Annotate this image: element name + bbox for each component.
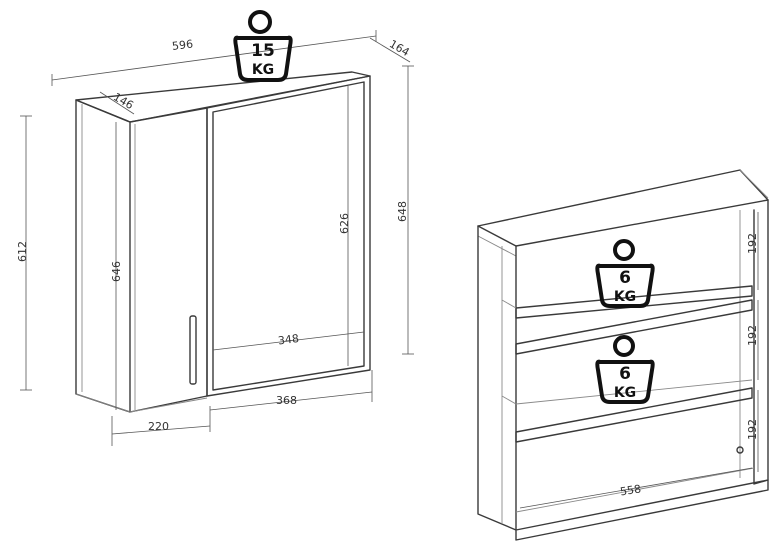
dim-shelf-spacing-1: 192 bbox=[746, 233, 759, 254]
dim-left-width: 220 bbox=[148, 420, 169, 433]
shelf-dimensions: 192 192 192 558 bbox=[519, 212, 759, 509]
shelf-board-3 bbox=[515, 387, 753, 443]
weight-icon-cabinet: 15 KG bbox=[233, 10, 293, 82]
dim-mirror-height: 626 bbox=[338, 213, 351, 234]
shelf-1-weight-value: 6 bbox=[619, 268, 631, 288]
dim-mirror-width: 348 bbox=[277, 332, 299, 347]
shelf-bottom bbox=[515, 479, 769, 541]
shelf-top bbox=[477, 169, 769, 247]
cabinet-weight-value: 15 bbox=[251, 41, 275, 61]
shelf-board-1 bbox=[515, 285, 753, 319]
mounting-hole bbox=[736, 446, 744, 454]
dim-left-depth: 146 bbox=[111, 90, 136, 112]
shelf-2-weight-value: 6 bbox=[619, 364, 631, 384]
shelf-1-weight-unit: KG bbox=[614, 289, 636, 305]
shelf-unit bbox=[477, 169, 769, 541]
shelf-board-2 bbox=[515, 299, 753, 355]
cabinet-left-side bbox=[75, 99, 131, 413]
dim-shelf-inner-width: 558 bbox=[619, 482, 642, 498]
dim-shelf-spacing-3: 192 bbox=[746, 419, 759, 440]
mirror-glass bbox=[212, 81, 365, 391]
cabinet-mirror-door bbox=[206, 75, 371, 397]
dim-left-height: 612 bbox=[16, 241, 29, 262]
shelf-2-weight-unit: KG bbox=[614, 385, 636, 401]
dim-shelf-spacing-2: 192 bbox=[746, 325, 759, 346]
dim-inner-height: 646 bbox=[110, 261, 123, 282]
weight-icon-shelf-2: 6 KG bbox=[595, 335, 655, 404]
weight-icon-shelf-1: 6 KG bbox=[595, 239, 655, 308]
door-handle bbox=[189, 315, 197, 385]
shelf-left-side bbox=[477, 225, 517, 531]
wall-cabinet bbox=[75, 71, 371, 413]
dim-right-width: 368 bbox=[276, 394, 297, 407]
cabinet-weight-unit: KG bbox=[252, 62, 274, 78]
dim-total-height: 648 bbox=[396, 201, 409, 222]
dim-total-width: 596 bbox=[171, 37, 193, 52]
